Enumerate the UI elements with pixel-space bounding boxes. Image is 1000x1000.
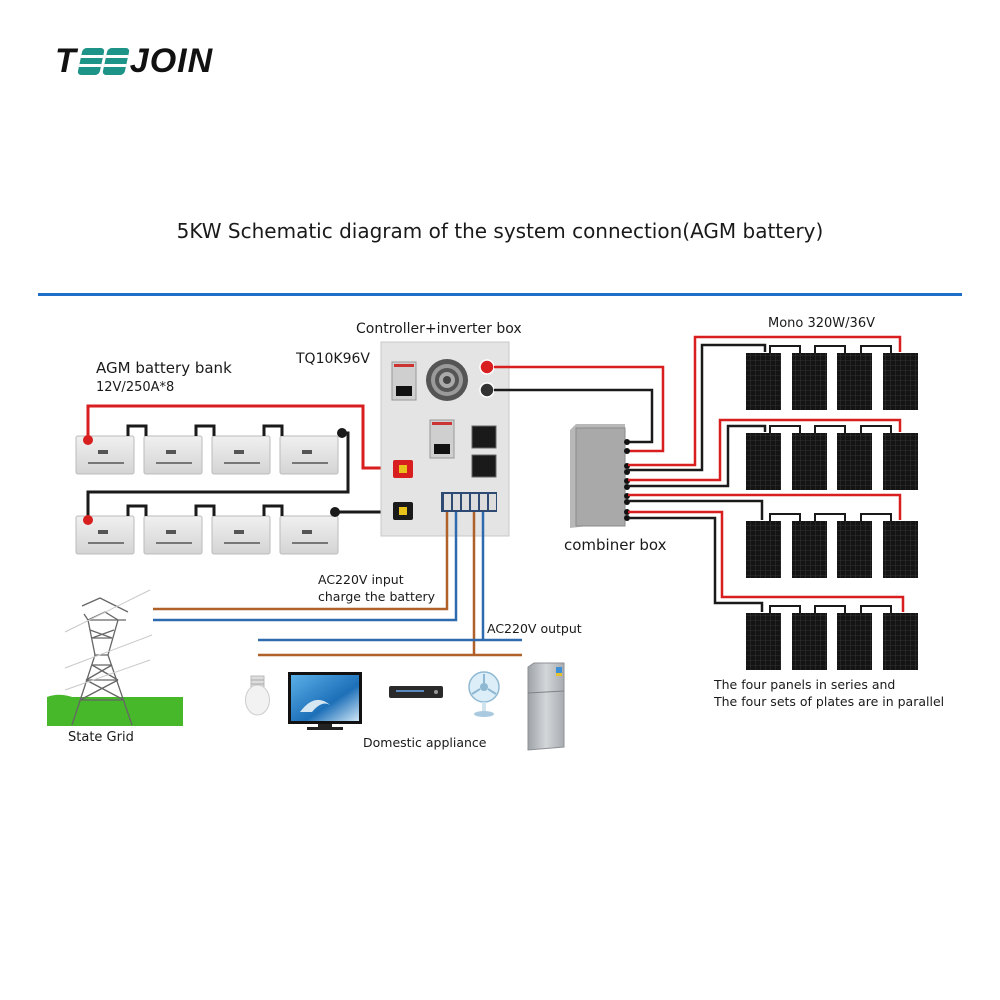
controller-inverter-box xyxy=(380,341,510,537)
panel-string-1 xyxy=(746,345,918,410)
battery-spec-label: 12V/250A*8 xyxy=(96,380,175,395)
panel-string-3 xyxy=(746,513,918,578)
battery-unit xyxy=(143,435,203,475)
solar-panel xyxy=(792,521,827,578)
ac-output-label: AC220V output xyxy=(487,621,582,636)
positive-terminal-icon xyxy=(83,435,93,445)
string-4-negative-wire xyxy=(628,516,764,612)
series-jumpers xyxy=(769,513,892,521)
array-note-line2: The four sets of plates are in parallel xyxy=(714,694,945,709)
light-bulb-icon xyxy=(245,675,270,716)
domestic-appliances xyxy=(245,662,565,751)
controller-box-label: Controller+inverter box xyxy=(356,321,522,337)
state-grid-illustration xyxy=(47,589,183,726)
battery-row-1 xyxy=(75,424,347,475)
string-3-positive-wire xyxy=(628,493,902,520)
electric-fan-icon xyxy=(468,671,500,717)
solar-panel xyxy=(746,521,781,578)
panel-spec-label: Mono 320W/36V xyxy=(768,316,875,331)
battery-unit xyxy=(279,435,339,475)
battery-bank xyxy=(75,424,347,555)
battery-positive-port-icon xyxy=(393,460,413,478)
string-2-negative-wire xyxy=(628,424,767,488)
solar-panel xyxy=(837,353,872,410)
refrigerator-icon xyxy=(527,662,565,751)
solar-panel xyxy=(883,353,918,410)
solar-panel xyxy=(792,433,827,490)
pv-main-negative-wire xyxy=(494,388,654,444)
breaker-icon xyxy=(391,361,417,401)
solar-panel xyxy=(837,521,872,578)
string-1-negative-wire xyxy=(628,343,767,472)
string-2-positive-wire xyxy=(628,418,902,482)
solar-panel xyxy=(883,613,918,670)
panel-string-4 xyxy=(746,605,918,670)
state-grid-label: State Grid xyxy=(68,730,134,745)
combiner-housing xyxy=(575,427,626,527)
ac-input-neutral-wire xyxy=(153,512,458,622)
battery-bank-label: AGM battery bank xyxy=(96,359,232,377)
series-jumpers xyxy=(769,345,892,353)
solar-panel xyxy=(837,433,872,490)
power-lines xyxy=(64,589,153,691)
negative-terminal-icon xyxy=(337,428,347,438)
battery-unit xyxy=(211,515,271,555)
domestic-appliance-label: Domestic appliance xyxy=(363,735,487,750)
grass-ground xyxy=(47,697,183,726)
string-wiring xyxy=(628,335,905,612)
brand-logo: T JOIN xyxy=(55,44,213,78)
array-note-line1: The four panels in series and xyxy=(714,677,896,692)
socket-icon xyxy=(471,425,497,449)
page-title: 5KW Schematic diagram of the system conn… xyxy=(176,219,824,243)
brand-logo-prefix: T xyxy=(55,42,77,80)
positive-terminal-icon xyxy=(83,515,93,525)
solar-panel xyxy=(883,521,918,578)
brand-logo-suffix: JOIN xyxy=(129,42,214,80)
pv-main-wiring xyxy=(494,365,665,453)
panel-string-2 xyxy=(746,425,918,490)
ac-input-label-line1: AC220V input xyxy=(318,572,404,587)
ac-terminal-block-icon xyxy=(441,492,497,512)
battery-positive-wire xyxy=(86,404,393,470)
dvd-player-icon xyxy=(389,686,443,698)
ac-input-live-wire xyxy=(153,512,449,611)
solar-panel xyxy=(883,433,918,490)
model-label: TQ10K96V xyxy=(296,351,370,367)
ac-wiring xyxy=(153,512,522,657)
solar-panel xyxy=(746,433,781,490)
title-divider xyxy=(38,293,962,296)
solar-panel xyxy=(837,613,872,670)
series-jumpers xyxy=(769,605,892,613)
solar-panel xyxy=(746,613,781,670)
battery-row-2 xyxy=(75,504,340,555)
battery-unit xyxy=(279,515,339,555)
battery-negative-port-icon xyxy=(393,502,413,520)
solar-array xyxy=(746,345,918,670)
battery-series-jumpers xyxy=(126,424,284,436)
battery-series-jumpers xyxy=(126,504,284,516)
pv-negative-terminal-icon xyxy=(479,382,495,398)
string-4-positive-wire xyxy=(628,510,905,612)
ac-input-label-line2: charge the battery xyxy=(318,589,436,604)
display-dial-icon xyxy=(426,359,468,401)
breaker-icon xyxy=(429,419,455,459)
negative-terminal-icon xyxy=(330,507,340,517)
socket-icon xyxy=(471,454,497,478)
battery-unit xyxy=(75,435,135,475)
pv-positive-terminal-icon xyxy=(479,359,495,375)
string-3-negative-wire xyxy=(628,499,764,520)
battery-unit xyxy=(211,435,271,475)
combiner-box xyxy=(570,424,630,528)
string-1-positive-wire xyxy=(628,335,902,467)
battery-unit xyxy=(143,515,203,555)
solar-panel xyxy=(792,613,827,670)
series-jumpers xyxy=(769,425,892,433)
solar-panel xyxy=(746,353,781,410)
television-icon xyxy=(288,672,362,730)
combiner-box-label: combiner box xyxy=(564,536,667,554)
battery-unit xyxy=(75,515,135,555)
pv-main-positive-wire xyxy=(494,365,665,453)
solar-panel xyxy=(792,353,827,410)
